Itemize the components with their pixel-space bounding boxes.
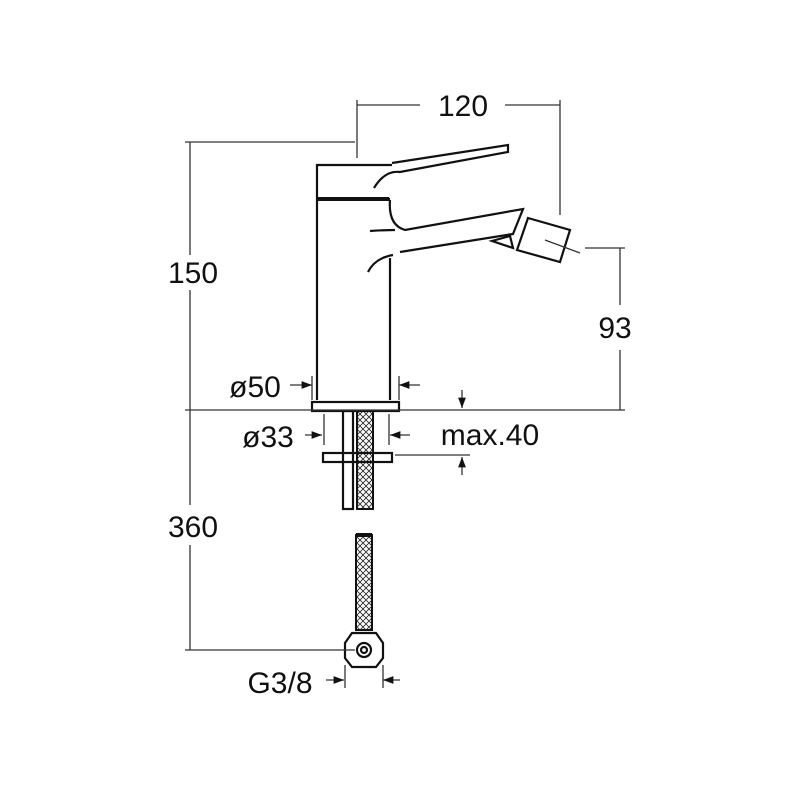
faucet-body (315, 143, 581, 400)
dim-connection-thread: G3/8 (247, 667, 312, 700)
dimension-lines (185, 100, 625, 688)
dim-hose-length: 360 (168, 511, 218, 544)
hose-upper (356, 410, 374, 510)
nozzle (515, 216, 572, 264)
fixing-nut-plate (321, 451, 394, 464)
dim-base-diameter: ø50 (229, 371, 281, 404)
lever-handle (373, 143, 510, 189)
mounting-hardware (310, 400, 401, 669)
hose-connector-nut (343, 631, 385, 669)
dim-hole-diameter: ø33 (242, 421, 294, 454)
dim-total-height: 150 (168, 257, 218, 290)
dim-spout-height: 93 (598, 312, 631, 345)
base-plate (310, 400, 401, 413)
spout (388, 199, 525, 254)
dim-max-deck-thickness: max.40 (441, 419, 539, 452)
dim-spout-reach: 120 (438, 90, 488, 123)
hose-lower (355, 534, 373, 631)
